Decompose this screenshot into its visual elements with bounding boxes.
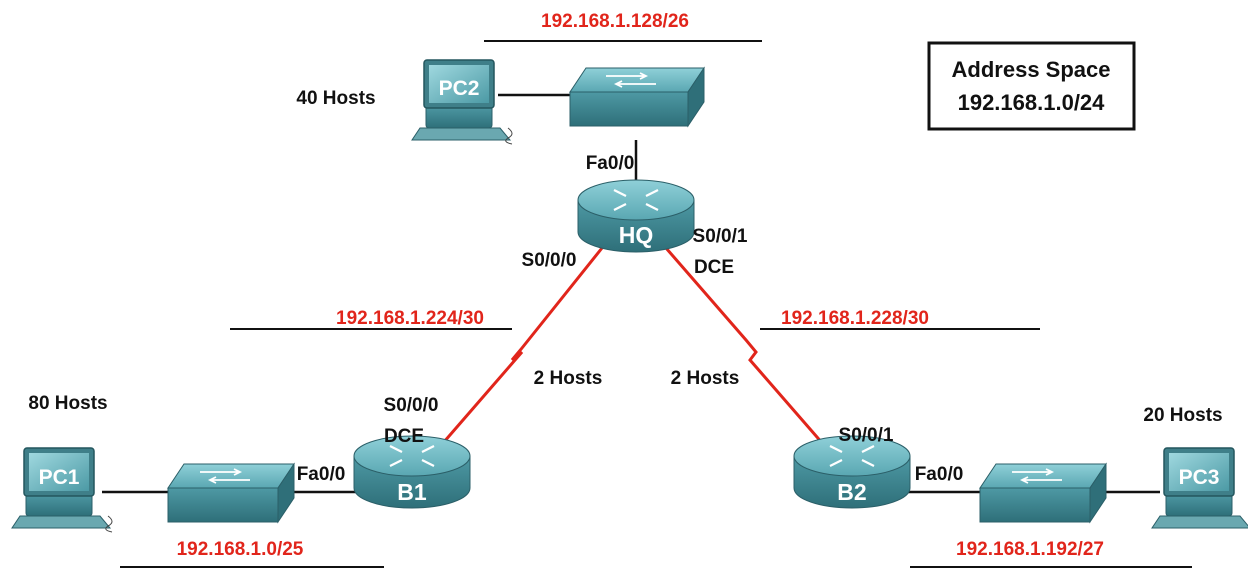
- b2-link-hosts-label: 2 Hosts: [671, 368, 740, 389]
- b2-router-label: B2: [837, 479, 866, 505]
- pc1-computer-icon: [11, 447, 113, 533]
- b1-dce-label: DCE: [384, 426, 424, 447]
- b1-router-label: B1: [397, 479, 427, 505]
- hq-b2-network-label: 192.168.1.228/30: [781, 308, 929, 329]
- hq-s001-label: S0/0/1: [693, 226, 748, 247]
- address-space-network: 192.168.1.0/24: [958, 90, 1106, 115]
- pc3-hosts-label: 20 Hosts: [1143, 405, 1222, 426]
- pc2-hosts-label: 40 Hosts: [296, 88, 375, 109]
- b2-fa00-label: Fa0/0: [915, 464, 964, 485]
- hq-fa00-label: Fa0/0: [586, 153, 635, 174]
- hq-switch-icon: [569, 66, 705, 128]
- pc3-label: PC3: [1179, 466, 1220, 489]
- pc2-label: PC2: [439, 77, 480, 100]
- b2-lan-network-label: 192.168.1.192/27: [956, 539, 1104, 560]
- hq-b1-serial-link: [435, 247, 604, 451]
- b1-s000-label: S0/0/0: [384, 395, 439, 416]
- b1-link-hosts-label: 2 Hosts: [534, 368, 603, 389]
- hq-dce-label: DCE: [694, 257, 734, 278]
- b1-fa00-label: Fa0/0: [297, 464, 346, 485]
- hq-b1-network-label: 192.168.1.224/30: [336, 308, 484, 329]
- pc3-computer-icon: [1151, 447, 1248, 529]
- hq-lan-network-label: 192.168.1.128/26: [541, 11, 689, 32]
- b1-router-icon: [353, 435, 471, 509]
- hq-router-label: HQ: [619, 222, 654, 248]
- address-space-box: [927, 41, 1136, 131]
- pc2-computer-icon: [411, 59, 513, 145]
- b1-lan-network-label: 192.168.1.0/25: [177, 539, 304, 560]
- pc1-hosts-label: 80 Hosts: [28, 393, 107, 414]
- b1-switch-icon: [167, 462, 295, 524]
- hq-b2-serial-link: [664, 247, 832, 453]
- b2-switch-icon: [979, 462, 1107, 524]
- b2-router-icon: [793, 435, 911, 509]
- hq-s000-label: S0/0/0: [522, 250, 577, 271]
- hq-router-icon: [577, 179, 695, 253]
- pc1-label: PC1: [39, 466, 80, 489]
- address-space-title: Address Space: [952, 57, 1111, 82]
- b2-s001-label: S0/0/1: [839, 425, 894, 446]
